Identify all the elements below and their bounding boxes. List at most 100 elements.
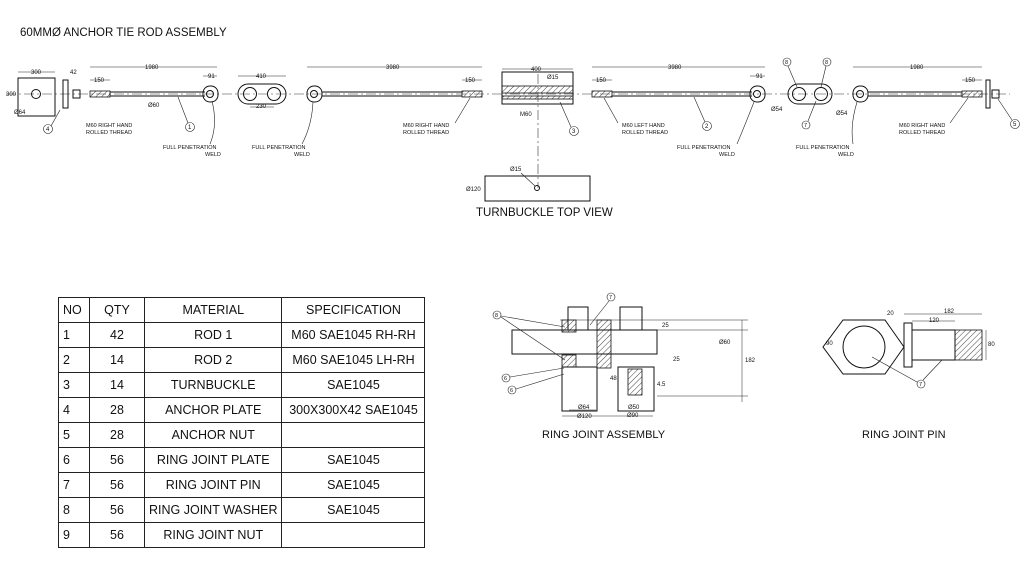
rja-top-block-left [567, 306, 589, 331]
dim-rod-diameter: Ø60 [148, 103, 160, 109]
bom-header-row: NO QTY MATERIAL SPECIFICATION [58, 297, 426, 323]
rja-pin-right [617, 366, 655, 412]
rja-nut [627, 368, 643, 396]
rod1b-eye [852, 85, 869, 103]
rjp-dim-20: 20 [887, 311, 894, 317]
rja-dim-48: 48 [610, 376, 617, 382]
rja-callout-8 [492, 310, 502, 320]
rjp-thread [954, 329, 983, 361]
bom-cell-no: 9 [58, 522, 90, 548]
note-lh-thread-a: M60 LEFT HAND [622, 123, 665, 129]
bom-cell-qty: 56 [89, 472, 145, 498]
dim-rod2-length: 3980 [386, 65, 400, 71]
rja-callout-7 [606, 292, 616, 302]
anchor-plate-right [985, 79, 991, 109]
bom-cell-specification: SAE1045 [281, 372, 426, 398]
note-rh-thread-1a: M60 RIGHT HAND [86, 123, 132, 129]
bom-cell-specification [281, 422, 426, 448]
dim-turnbuckle-hole: Ø15 [547, 75, 559, 81]
bom-cell-material: RING JOINT NUT [143, 522, 283, 548]
dim-eye-dia-2: Ø54 [836, 111, 848, 117]
dim-plate-width: 300 [31, 70, 42, 76]
rod2b-eye [749, 85, 766, 103]
dim-link-length: 410 [256, 74, 267, 80]
callout-5 [1010, 119, 1020, 129]
turnbuckle-top-view-label: TURNBUCKLE TOP VIEW [476, 207, 613, 219]
rja-dim-120: Ø120 [577, 414, 592, 420]
rjp-dim-90: 90 [826, 341, 833, 347]
bom-cell-specification: SAE1045 [281, 447, 426, 473]
callout-8a [782, 57, 792, 67]
bom-cell-qty: 28 [89, 397, 145, 423]
turnbuckle-top-view: Ø15 Ø120 TURNBUCKLE TOP VIEW [466, 167, 613, 219]
note-weld-3a: FULL PENETRATION [677, 145, 731, 151]
note-rh-thread-2a: M60 RIGHT HAND [403, 123, 449, 129]
bom-header-specification: SPECIFICATION [281, 297, 426, 323]
bom-cell-material: ROD 2 [143, 347, 283, 373]
dim-thread-length-1: 150 [94, 78, 105, 84]
dim-rod2b-length: 3980 [668, 65, 682, 71]
ring-joint-plate-2 [787, 83, 833, 105]
note-weld-4a: FULL PENETRATION [796, 145, 850, 151]
bom-header-qty: QTY [89, 297, 145, 323]
turnbuckle-thread-lower [501, 95, 574, 100]
rja-callout-6b [507, 385, 517, 395]
bom-cell-material: RING JOINT PLATE [143, 447, 283, 473]
turnbuckle-thread-upper [501, 85, 574, 94]
rod2b-thread-left [591, 90, 613, 98]
rja-callout-6a-label: 6 [504, 376, 507, 382]
note-rh-thread-3b: ROLLED THREAD [899, 130, 945, 136]
rja-pin-left [561, 366, 598, 412]
rja-callout-6b-label: 6 [510, 388, 513, 394]
bom-cell-specification: M60 SAE1045 RH-RH [281, 322, 426, 348]
rjp-hex-head [822, 319, 905, 375]
ring-joint-pin: 182 20 120 80 90 7 RING JOINT PIN [822, 309, 995, 441]
dim-rod1b-length: 1980 [910, 65, 924, 71]
rod1-eye-left [202, 85, 219, 103]
callout-8a-label: 8 [785, 60, 788, 66]
rja-dim-90: Ø90 [627, 413, 639, 419]
callout-4 [43, 124, 53, 134]
rjp-callout-7-label: 7 [919, 382, 922, 388]
bom-cell-material: RING JOINT WASHER [143, 497, 283, 523]
callout-7a [801, 120, 811, 130]
bom-cell-no: 8 [58, 497, 90, 523]
dim-thread-length-2: 150 [465, 78, 476, 84]
callout-5-label: 5 [1013, 122, 1017, 128]
anchor-plate-side [62, 79, 69, 109]
callout-4-label: 4 [46, 127, 50, 133]
rja-dim-182: 182 [745, 358, 756, 364]
dim-plate-hole: Ø64 [14, 110, 26, 116]
callout-2 [702, 121, 712, 131]
bom-cell-specification [281, 522, 426, 548]
dim-turnbuckle-length: 400 [531, 67, 542, 73]
rja-rod-eye [511, 329, 658, 355]
bom-cell-specification: 300X300X42 SAE1045 [281, 397, 426, 423]
dim-plate-height: 300 [6, 92, 17, 98]
dim-tb-top-hole: Ø15 [510, 167, 522, 173]
rjp-dim-80: 80 [988, 342, 995, 348]
anchor-plate [17, 77, 56, 117]
callout-8b-label: 8 [825, 60, 828, 66]
rjp-head-circle [842, 325, 886, 369]
callout-3 [569, 126, 579, 136]
rja-callout-6a [501, 373, 511, 383]
dim-tb-top-width: Ø120 [466, 187, 481, 193]
note-weld-1a: FULL PENETRATION [163, 145, 217, 151]
callout-7a-label: 7 [804, 123, 807, 129]
bom-cell-specification: SAE1045 [281, 497, 426, 523]
rja-callout-8-label: 8 [495, 313, 498, 319]
rja-top-block-right [619, 306, 643, 331]
note-weld-3b: WELD [719, 152, 735, 158]
bom-cell-qty: 14 [89, 347, 145, 373]
rja-dim-25a: 25 [662, 323, 669, 329]
